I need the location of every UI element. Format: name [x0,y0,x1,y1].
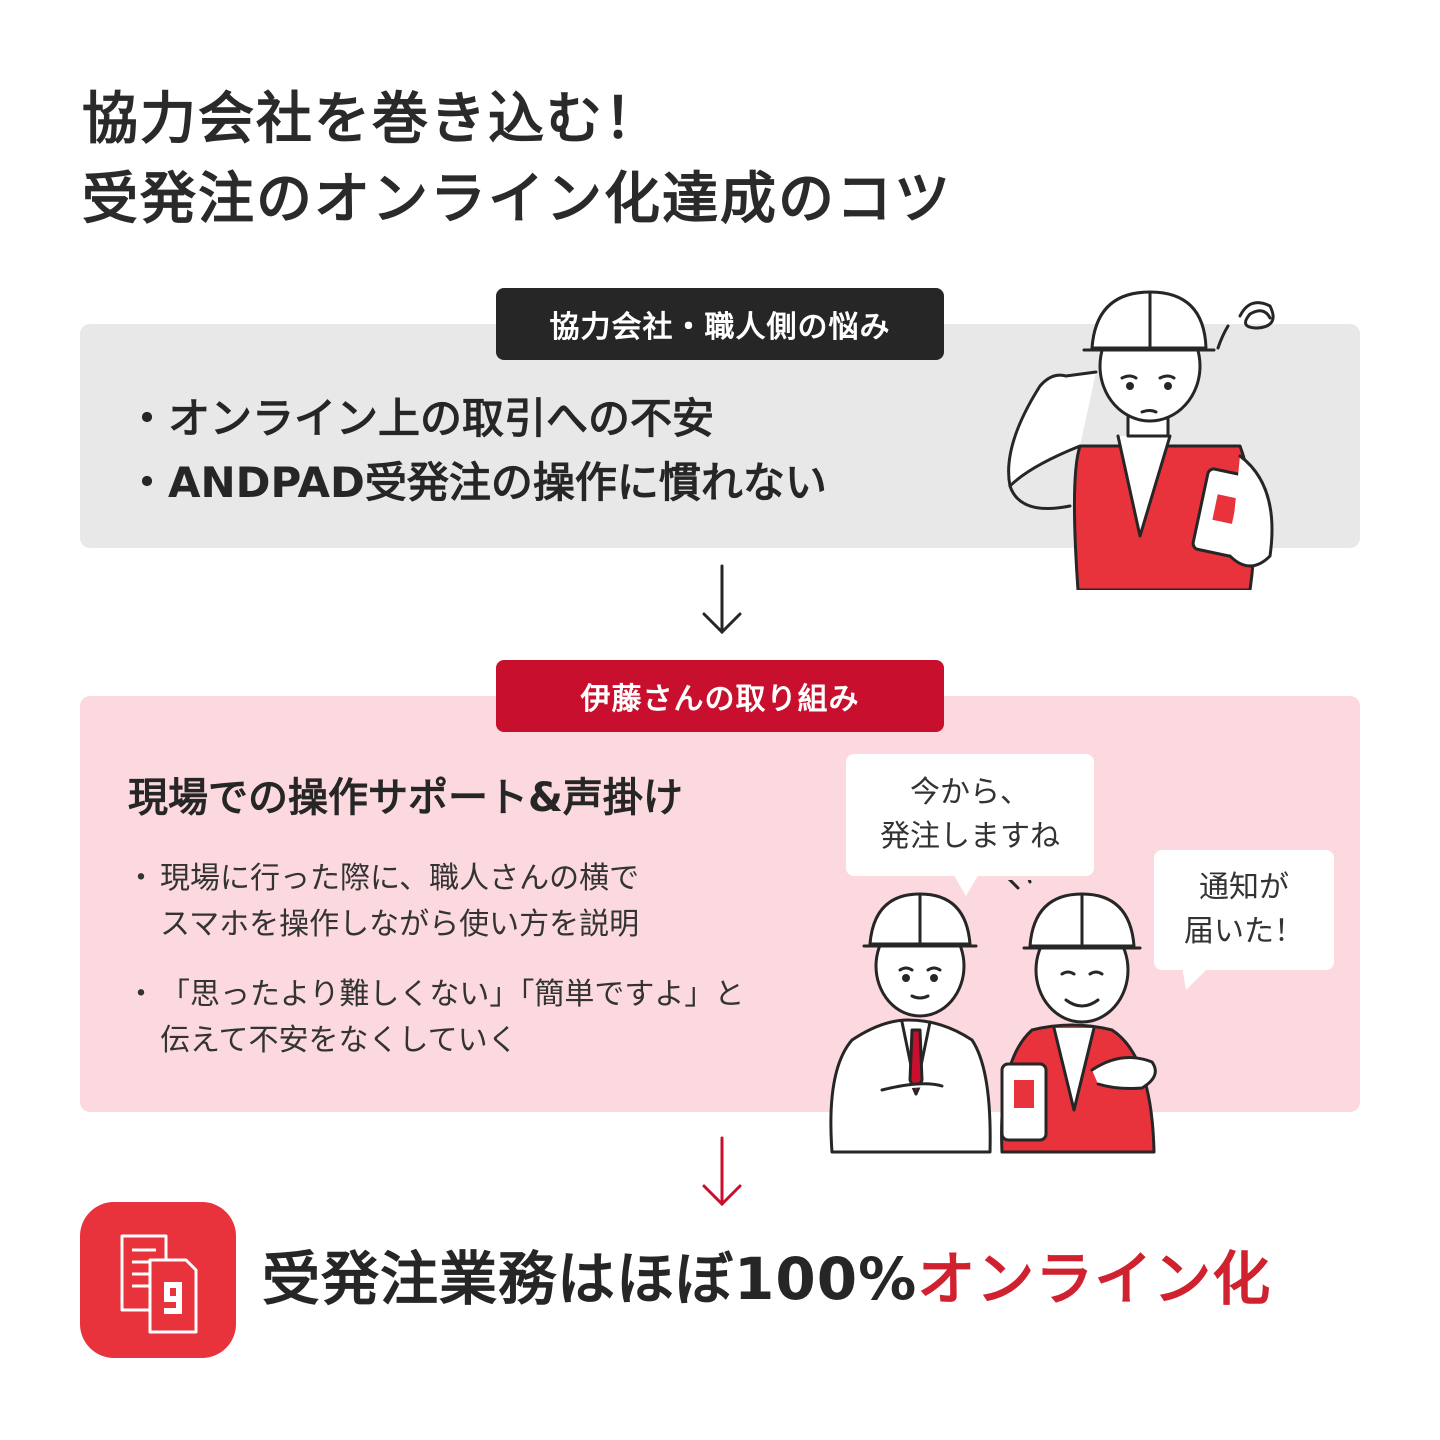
speech-bubble-tail [1182,966,1210,990]
result-text-accent: オンライン化 [917,1245,1272,1313]
bullet-text: 「思ったより難しくない」「簡単ですよ」と 伝えて不安をなくしていく [160,972,744,1064]
speech-bubble-tail [952,872,980,896]
document-icon [120,1234,198,1334]
bullet-text: 現場に行った際に、職人さんの横で スマホを操作しながら使い方を説明 [160,856,639,948]
speech-line: 通知が [1199,870,1289,905]
approach-panel [80,696,1360,1112]
approach-heading: 現場での操作サポート&声掛け [128,775,683,821]
speech-bubble-notified: 通知が 届いた！ [1154,850,1334,970]
speech-line: 発注しますね [880,819,1060,854]
speech-bubble-order: 今から、 発注しますね [846,754,1094,876]
result-text-main: 受発注業務はほぼ100% [262,1245,918,1313]
result-statement: 受発注業務はほぼ100%オンライン化 [262,1250,1271,1308]
bullet-dot: ・ [126,977,156,1012]
problem-item-2: ・ANDPAD受発注の操作に慣れない [126,458,827,507]
bullet-line: 「思ったより難しくない」「簡単ですよ」と [160,977,745,1012]
document-order-app-icon [80,1202,236,1358]
down-arrow-icon [702,1136,742,1207]
two-workers-illustration [829,880,1157,1154]
page-title-line-1: 協力会社を巻き込む！ [82,87,662,152]
speech-line: 今から、 [910,775,1030,810]
bullet-line: 現場に行った際に、職人さんの横で [160,861,640,896]
page-title-line-2: 受発注のオンライン化達成のコツ [82,167,952,232]
approach-badge: 伊藤さんの取り組み [496,660,944,732]
worried-worker-illustration [1007,290,1275,590]
problem-badge: 協力会社・職人側の悩み [496,288,944,360]
speech-line: 届いた！ [1184,914,1304,949]
down-arrow-icon [702,564,742,635]
bullet-line: スマホを操作しながら使い方を説明 [160,907,640,942]
bullet-dot: ・ [126,861,156,896]
bullet-line: 伝えて不安をなくしていく [160,1023,518,1058]
problem-item-1: ・オンライン上の取引への不安 [126,394,715,443]
